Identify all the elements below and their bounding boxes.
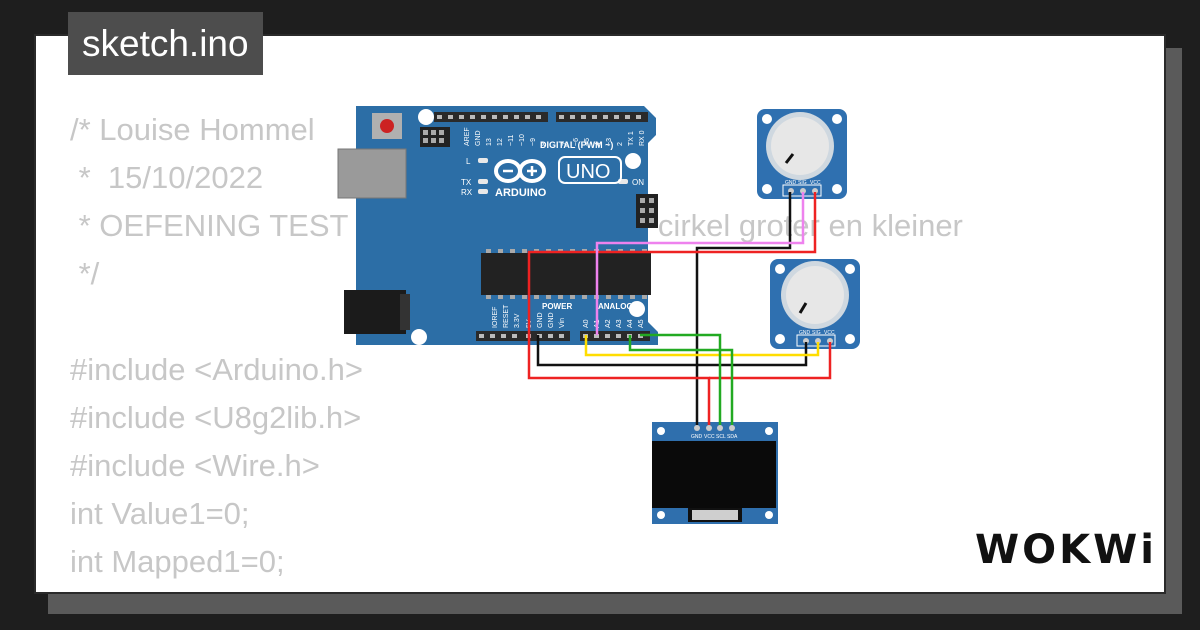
wire-sig-pot1 <box>595 192 805 335</box>
wire-gnd-pot1 <box>695 192 792 365</box>
wire-vcc-pot1 <box>527 192 817 335</box>
code-line: * 15/10/2022 <box>70 160 264 195</box>
pin-label: RESET <box>503 304 510 328</box>
code-line: */ <box>70 256 100 291</box>
reset-button[interactable] <box>380 119 394 133</box>
pin-label: 4 <box>595 142 602 146</box>
uno-badge <box>558 156 622 184</box>
pin-label: ~11 <box>508 135 515 146</box>
power-header <box>476 331 570 341</box>
pin-label: TX 1 <box>628 131 635 146</box>
pin-label: 7 <box>562 142 569 146</box>
mount-hole <box>625 153 641 169</box>
potentiometer-1[interactable]: GND SIG VCC <box>757 109 847 199</box>
code-line: #include <Arduino.h> <box>70 352 364 387</box>
pin-label: A2 <box>605 319 612 328</box>
wire-vcc-pot2 <box>709 342 832 380</box>
digital-label: DIGITAL (PWM ~) <box>540 140 613 150</box>
wire-vcc-oled <box>527 335 711 425</box>
wire-gnd-pot2 <box>697 342 808 367</box>
pin-label: A3 <box>616 319 623 328</box>
pin-label: A5 <box>638 319 645 328</box>
analog-header <box>580 331 650 341</box>
wire-gnd-oled <box>536 335 699 425</box>
oled-pin-label: SDA <box>727 434 738 440</box>
pin-label: ~6 <box>573 138 580 146</box>
arduino-uno-board[interactable]: AREF GND 13 12 ~11 ~10 ~9 8 7 ~6 ~5 4 ~3… <box>337 106 658 345</box>
potentiometer-2[interactable]: GND SIG VCC <box>770 259 860 349</box>
wires <box>527 192 832 425</box>
oled-screen <box>652 441 776 508</box>
led-rx <box>478 189 488 194</box>
pin-label: ~9 <box>530 138 537 146</box>
pin-label: 2 <box>617 142 624 146</box>
mount-hole <box>418 109 434 125</box>
led-l <box>478 158 488 163</box>
code-line: int Value1=0; <box>70 496 250 531</box>
oled-pin-label: SCL <box>716 434 726 440</box>
pin-label: GND <box>548 312 555 328</box>
led-label: TX <box>461 178 472 187</box>
pot-pin-label: SIG <box>798 180 807 186</box>
digital-header-left <box>434 112 548 122</box>
file-tab[interactable]: sketch.ino <box>68 12 263 75</box>
pot-pin-label: SIG <box>812 330 821 336</box>
usb-port <box>337 148 407 199</box>
pot-pin-label: GND <box>785 180 797 186</box>
pot-pin-label: VCC <box>810 180 821 186</box>
led-tx <box>478 179 488 184</box>
mount-hole <box>629 301 645 317</box>
pin-label: 13 <box>486 138 493 146</box>
oled-display[interactable]: GND VCC SCL SDA <box>652 422 778 524</box>
wire-sda <box>628 335 734 425</box>
pin-label: RX 0 <box>639 130 646 146</box>
pin-label: 12 <box>497 138 504 146</box>
pin-label: 3.3V <box>514 313 521 328</box>
code-line: int Mapped1=0; <box>70 544 285 579</box>
pin-label: ~5 <box>584 138 591 146</box>
power-jack <box>344 290 406 334</box>
uno-label: UNO <box>566 161 610 183</box>
wire-scl <box>640 333 722 425</box>
led-label: RX <box>461 188 473 197</box>
power-label: POWER <box>542 302 572 311</box>
pin-label: ~3 <box>606 138 613 146</box>
pin-label: A4 <box>627 319 634 328</box>
oled-pin-label: GND <box>691 434 703 440</box>
code-line: #include <U8g2lib.h> <box>70 400 362 435</box>
arduino-brand: ARDUINO <box>495 187 547 199</box>
wire-sig-pot2 <box>584 335 820 357</box>
oled-pin-label: VCC <box>704 434 715 440</box>
pin-label: GND <box>537 312 544 328</box>
pot-pin-label: GND <box>799 330 811 336</box>
pot-knob[interactable] <box>786 266 844 324</box>
mount-hole <box>411 329 427 345</box>
analog-label: ANALOG IN <box>598 302 643 311</box>
led-label: ON <box>632 178 644 187</box>
arduino-logo-icon <box>494 159 546 183</box>
pin-label: IOREF <box>492 307 499 328</box>
pot-pin-label: VCC <box>824 330 835 336</box>
pin-label: GND <box>475 130 482 146</box>
led-label: L <box>466 157 471 166</box>
atmega-chip <box>481 253 651 295</box>
pin-label: A0 <box>583 319 590 328</box>
pin-label: AREF <box>464 127 471 146</box>
pin-label: Vin <box>559 318 566 328</box>
wokwi-logo: WOKWi <box>975 527 1157 573</box>
code-line: #include <Wire.h> <box>70 448 320 483</box>
code-line: /* Louise Hommel <box>70 112 315 147</box>
pin-label: ~10 <box>519 134 526 146</box>
pin-label: 8 <box>541 142 548 146</box>
pot-knob[interactable] <box>771 117 829 175</box>
digital-header-right <box>556 112 648 122</box>
